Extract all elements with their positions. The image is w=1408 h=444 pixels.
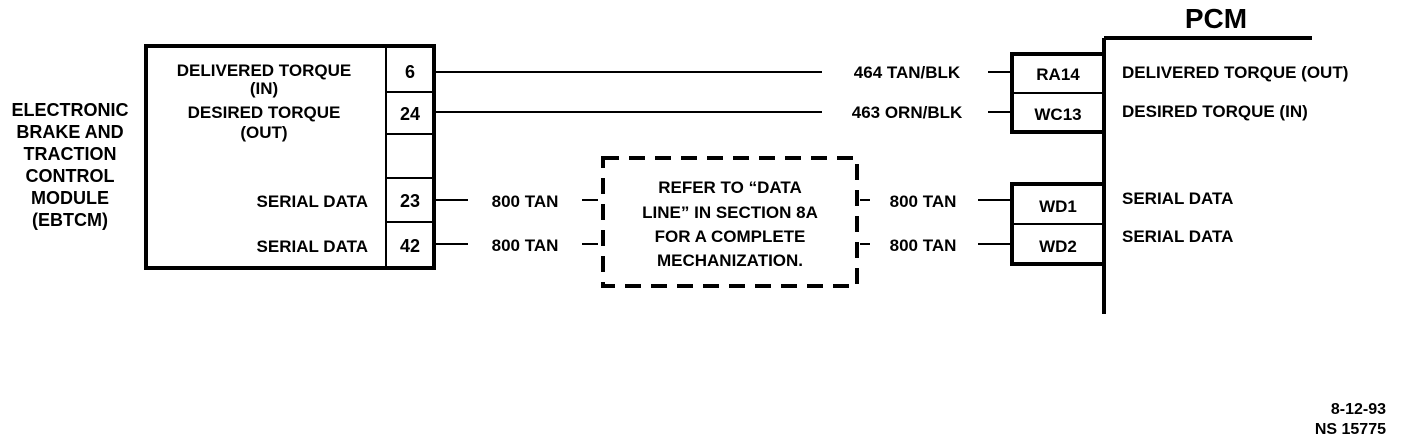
reference-text: MECHANIZATION. (657, 251, 803, 270)
ebtcm-label-line: ELECTRONIC (12, 100, 129, 120)
wire-label: 800 TAN (492, 236, 559, 255)
wire-label: 800 TAN (890, 192, 957, 211)
data-line-reference-box: REFER TO “DATA LINE” IN SECTION 8A FOR A… (601, 156, 859, 288)
pcm-pin-number: WC13 (1034, 105, 1081, 124)
ebtcm-label-line: MODULE (31, 188, 109, 208)
pcm-pin-number: WD2 (1039, 237, 1077, 256)
wire-label: 800 TAN (492, 192, 559, 211)
pcm-pin-number: WD1 (1039, 197, 1077, 216)
wire-800-serial-2: 800 TAN 800 TAN (434, 236, 1010, 255)
reference-text: REFER TO “DATA (658, 178, 802, 197)
dashed-outline (601, 156, 859, 288)
drawing-number: NS 15775 (1315, 421, 1386, 438)
reference-text: FOR A COMPLETE (655, 227, 806, 246)
pcm-pin-number: RA14 (1036, 65, 1080, 84)
ebtcm-outline (144, 44, 436, 270)
ebtcm-module-box: DELIVERED TORQUE (IN) 6 DESIRED TORQUE (… (144, 44, 436, 270)
wire-800-serial-1: 800 TAN 800 TAN (434, 192, 1010, 211)
ebtcm-pin-label: DELIVERED TORQUE (177, 61, 351, 80)
pcm-pin-label: SERIAL DATA (1122, 227, 1233, 246)
drawing-date: 8-12-93 (1331, 401, 1386, 418)
pcm-pin-label: DELIVERED TORQUE (OUT) (1122, 63, 1348, 82)
drawing-footer: 8-12-93 NS 15775 (1315, 401, 1386, 438)
pcm-title: PCM (1185, 3, 1247, 34)
ebtcm-pin-label: SERIAL DATA (257, 237, 368, 256)
wire-label: 464 TAN/BLK (854, 63, 961, 82)
pcm-pin-label: SERIAL DATA (1122, 189, 1233, 208)
ebtcm-label-line: (EBTCM) (32, 210, 108, 230)
wire-464: 464 TAN/BLK (434, 63, 1010, 82)
ebtcm-label-line: TRACTION (24, 144, 117, 164)
ebtcm-pin-label: (IN) (250, 79, 278, 98)
wire-label: 463 ORN/BLK (852, 103, 963, 122)
ebtcm-pin-number: 42 (400, 236, 420, 256)
ebtcm-pin-label: (OUT) (240, 123, 287, 142)
ebtcm-pin-number: 24 (400, 104, 420, 124)
ebtcm-pin-number: 23 (400, 191, 420, 211)
ebtcm-label-line: BRAKE AND (16, 122, 123, 142)
ebtcm-pin-label: DESIRED TORQUE (188, 103, 341, 122)
ebtcm-pin-label: SERIAL DATA (257, 192, 368, 211)
pcm-pin-label: DESIRED TORQUE (IN) (1122, 102, 1308, 121)
ebtcm-label-line: CONTROL (26, 166, 115, 186)
wire-label: 800 TAN (890, 236, 957, 255)
wire-463: 463 ORN/BLK (434, 103, 1010, 122)
ebtcm-label: ELECTRONIC BRAKE AND TRACTION CONTROL MO… (12, 100, 129, 230)
ebtcm-pin-number: 6 (405, 62, 415, 82)
reference-text: LINE” IN SECTION 8A (642, 203, 818, 222)
pcm-module: PCM RA14 WC13 WD1 WD2 DELIVERED TORQUE (… (1010, 3, 1348, 314)
